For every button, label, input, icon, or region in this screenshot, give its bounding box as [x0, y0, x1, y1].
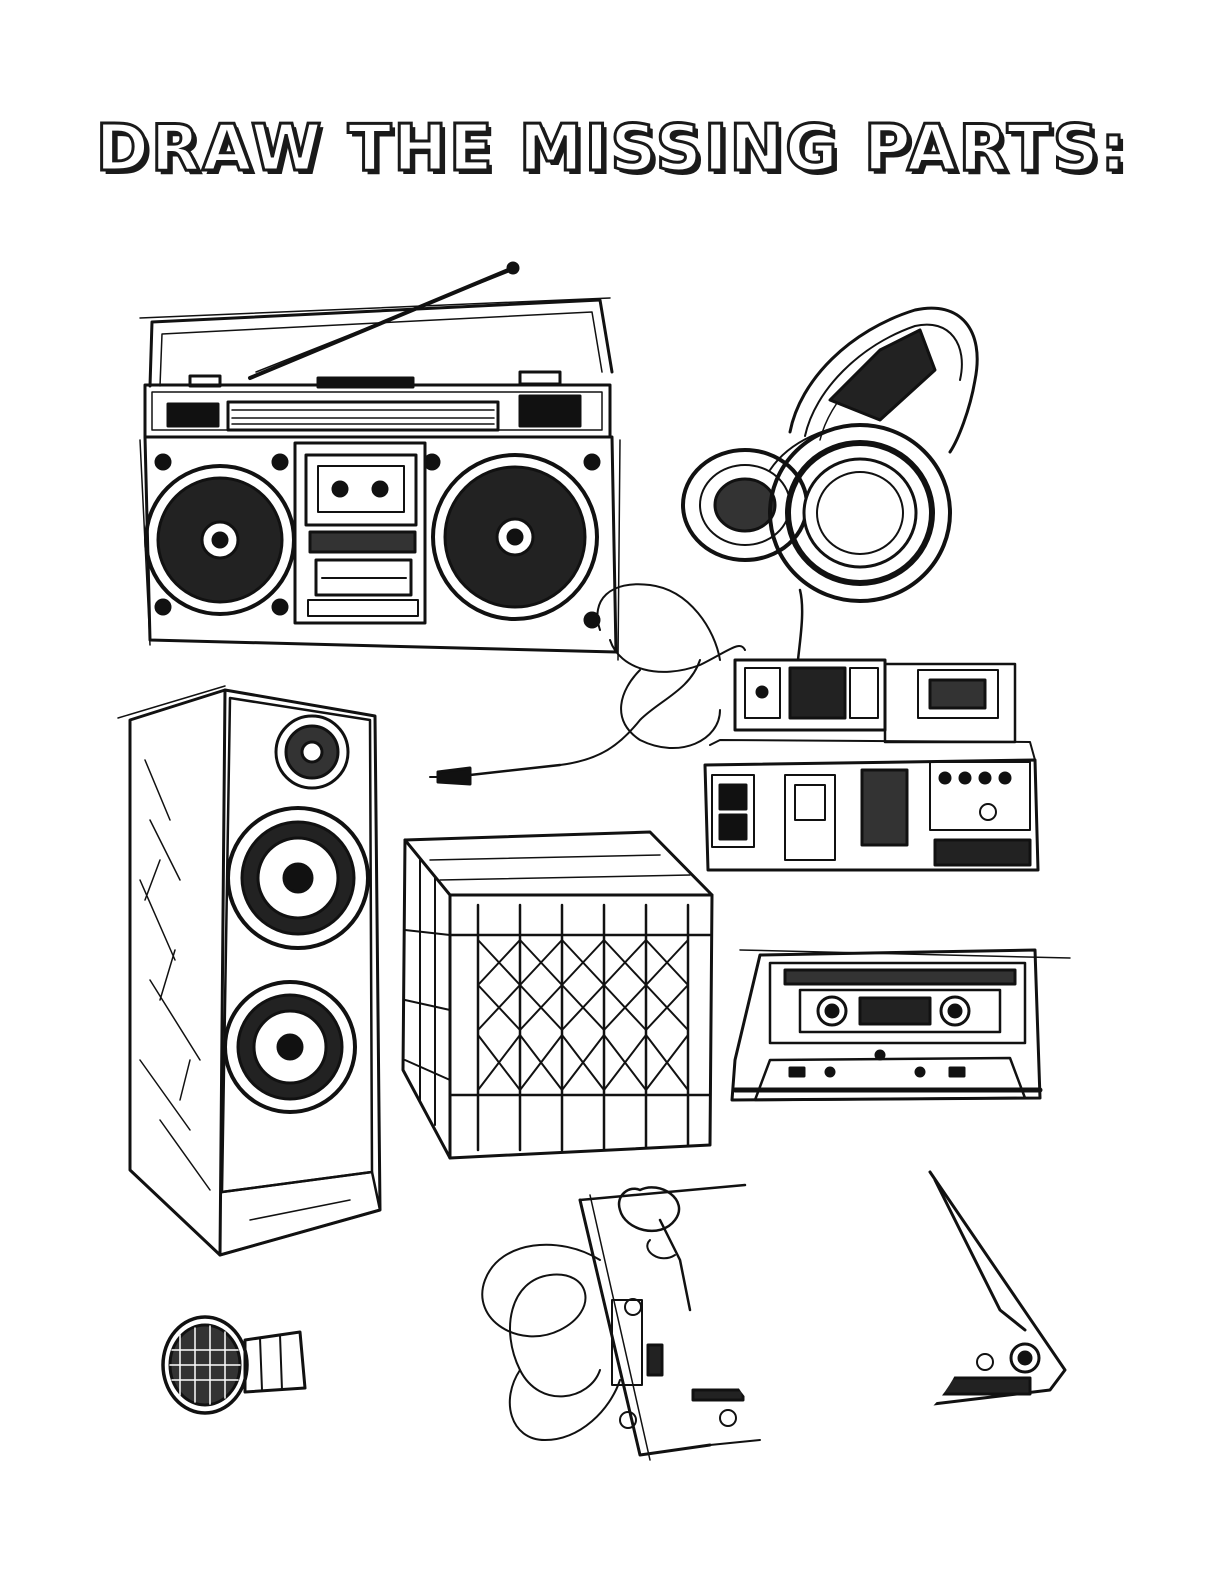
- page-title: DRAW THE MISSING PARTS:: [94, 111, 1129, 188]
- microphone-icon: [161, 1315, 307, 1415]
- boombox-icon: [139, 261, 621, 661]
- headphones-icon: [681, 306, 979, 662]
- turntable-icon: [481, 1170, 1067, 1461]
- dj-mixer-icon: [429, 583, 1040, 872]
- cassette-tape-icon: [730, 948, 1071, 1102]
- milk-crate-icon: [401, 830, 714, 1160]
- floor-speaker-icon: [117, 685, 382, 1257]
